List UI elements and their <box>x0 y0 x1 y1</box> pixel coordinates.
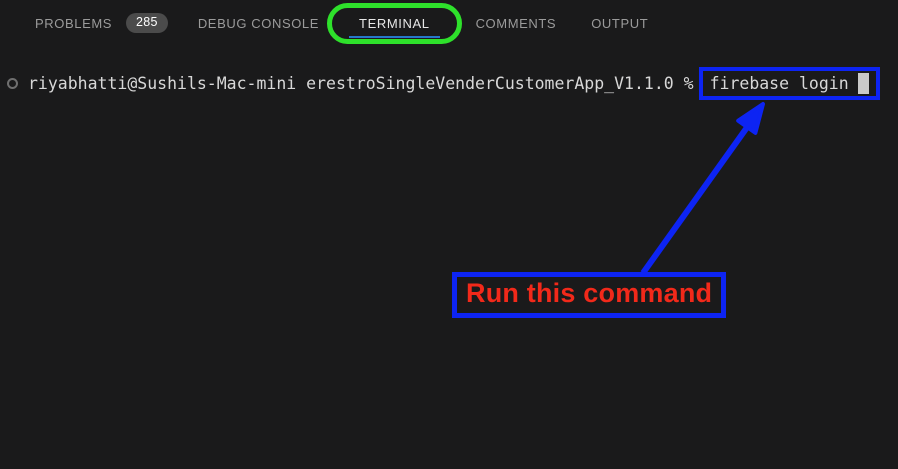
problems-count-badge: 285 <box>126 13 168 33</box>
tab-problems[interactable]: PROBLEMS 285 <box>35 13 168 33</box>
callout-text: Run this command <box>466 278 713 308</box>
terminal-prompt-line[interactable]: riyabhatti@Sushils-Mac-mini erestroSingl… <box>0 64 898 102</box>
tab-output[interactable]: OUTPUT <box>591 15 649 31</box>
typed-command: firebase login <box>709 73 849 93</box>
tab-terminal[interactable]: TERMINAL <box>349 15 440 38</box>
command-decoration-circle-icon[interactable] <box>7 77 18 89</box>
tab-comments[interactable]: COMMENTS <box>475 15 557 31</box>
run-command-callout: Run this command <box>452 272 727 318</box>
tab-debug-console[interactable]: DEBUG CONSOLE <box>197 15 320 31</box>
panel-tab-bar: PROBLEMS 285 DEBUG CONSOLE TERMINAL COMM… <box>0 0 898 46</box>
command-highlight-box: firebase login <box>698 66 880 100</box>
shell-prompt: riyabhatti@Sushils-Mac-mini erestroSingl… <box>28 73 694 93</box>
tab-problems-label: PROBLEMS <box>35 15 113 31</box>
green-highlight-ring: TERMINAL <box>327 2 462 44</box>
terminal-cursor <box>857 72 869 94</box>
